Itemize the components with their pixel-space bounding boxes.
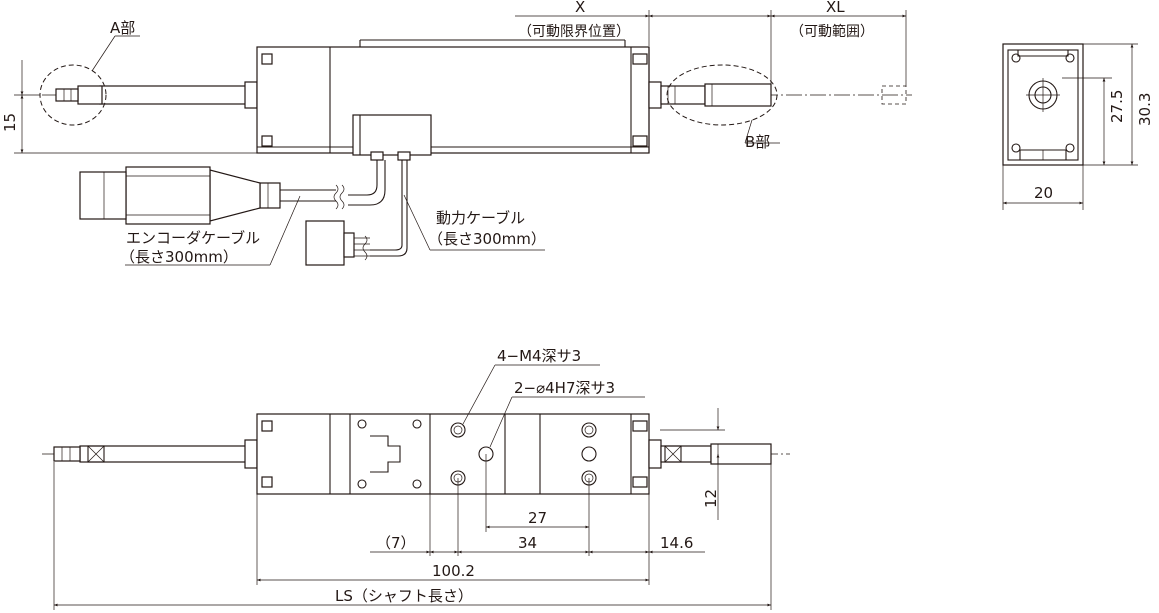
right-shaft [660, 85, 706, 105]
right-shaft-tip [704, 83, 772, 107]
top-left-shaft [79, 445, 249, 463]
dim-x-note: （可動限界位置） [518, 24, 630, 40]
right-flat-mark [664, 445, 682, 463]
power-connector [305, 220, 345, 266]
actuator-body [256, 46, 650, 154]
left-flat-mark [87, 445, 105, 463]
dim-7: （7） [376, 534, 416, 552]
dim-14-6: 14.6 [660, 534, 693, 552]
dim-xl: XL [826, 0, 845, 16]
tap-note: 4−M4深サ3 [497, 347, 581, 365]
tap-hole [581, 422, 597, 438]
encoder-cable-label: エンコーダケーブル [126, 229, 260, 247]
part-b-circle [666, 64, 778, 126]
dim-ls: LS（シャフト長さ） [335, 587, 473, 605]
top-view-body [256, 413, 650, 495]
dim-27-5: 27.5 [1108, 90, 1126, 123]
dim-30-3: 30.3 [1136, 93, 1154, 126]
dim-20: 20 [1034, 184, 1053, 202]
left-shaft-end [55, 88, 79, 102]
side-view: A部 B部 [1, 0, 912, 266]
top-right-shaft [660, 445, 712, 463]
pin-note: 2−⌀4H7深サ3 [514, 379, 615, 397]
dim-27: 27 [528, 509, 547, 527]
power-cable-label: 動力ケーブル [436, 209, 525, 227]
motor-block [352, 114, 432, 156]
dim-12: 12 [702, 489, 720, 508]
tap-hole [450, 422, 466, 438]
encoder-connector [125, 166, 211, 225]
center-slot [370, 435, 401, 473]
pin-hole [581, 446, 597, 462]
encoder-cable-wire [348, 160, 378, 196]
dim-100-2: 100.2 [432, 562, 475, 580]
part-b-label: B部 [745, 133, 770, 151]
encoder-cable-length: （長さ300mm） [120, 248, 238, 266]
end-view: 27.5 30.3 20 [1002, 43, 1154, 210]
dim-x: X [575, 0, 585, 16]
part-a-label: A部 [110, 19, 135, 37]
power-cable-length: （長さ300mm） [428, 230, 546, 248]
left-shaft [99, 85, 249, 105]
left-shaft-tip [77, 85, 103, 105]
dim-15: 15 [1, 113, 19, 132]
dim-xl-note: （可動範囲） [790, 23, 874, 40]
dim-34: 34 [518, 534, 537, 552]
power-cable-wire [370, 160, 403, 251]
top-view: 4−M4深サ3 2−⌀4H7深サ3 12 27 （7） 34 14.6 100 [42, 347, 790, 610]
